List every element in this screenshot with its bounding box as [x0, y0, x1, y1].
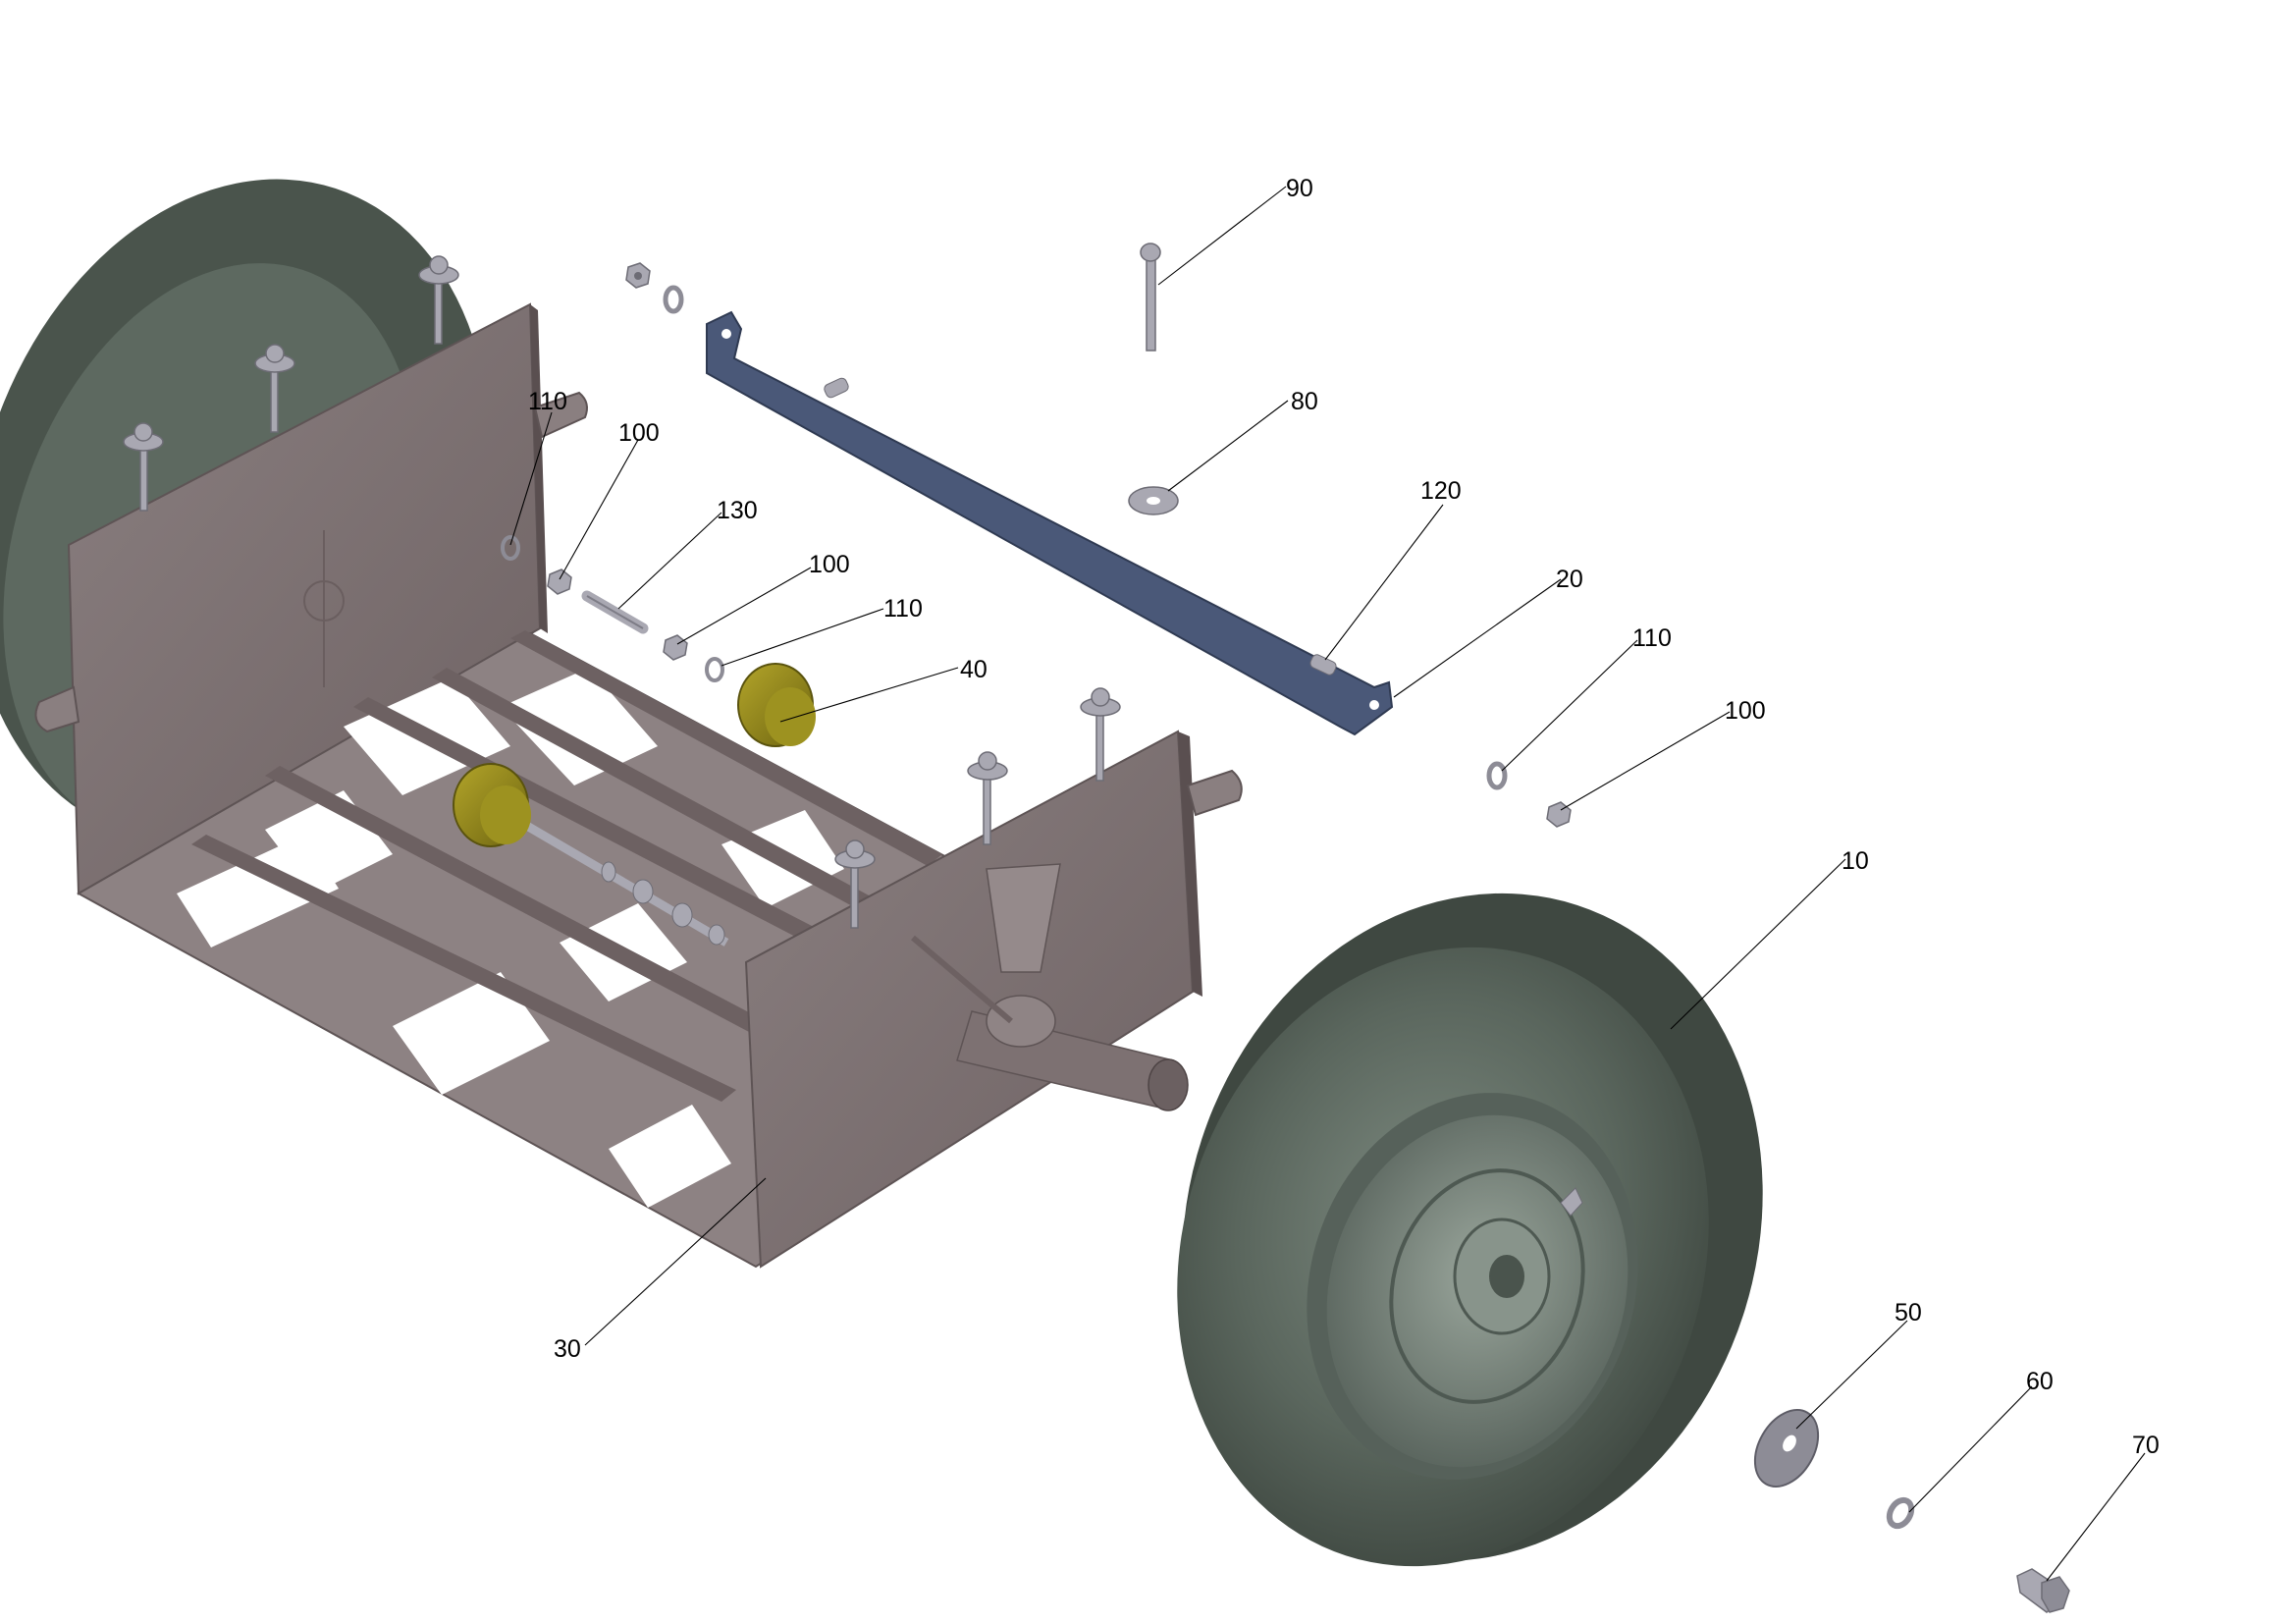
- stud-2: [254, 344, 295, 433]
- pin-130: [581, 590, 649, 634]
- leader-110-right: [1501, 639, 1638, 772]
- callout-100-mid: 100: [809, 551, 850, 578]
- callout-30: 30: [554, 1335, 581, 1363]
- stud-3: [418, 255, 459, 345]
- bolt-90: [1140, 243, 1161, 352]
- callouts: 90 80 120 20 110 100 10 110 100 130 100 …: [528, 175, 2160, 1459]
- leader-70: [2046, 1452, 2146, 1582]
- leader-60: [1908, 1385, 2033, 1513]
- leader-110-frame: [509, 411, 553, 546]
- leader-130: [617, 512, 722, 610]
- stud-4: [834, 839, 876, 929]
- stud-1: [123, 422, 164, 512]
- leader-10: [1670, 858, 1846, 1030]
- leader-100-right: [1560, 711, 1731, 811]
- leader-50: [1795, 1320, 1908, 1430]
- leader-100-mid: [676, 567, 812, 645]
- leader-120: [1324, 504, 1444, 661]
- callout-90: 90: [1286, 175, 1313, 202]
- callout-110-frame: 110: [528, 388, 567, 415]
- callout-100-left: 100: [618, 419, 660, 447]
- leader-80: [1167, 400, 1289, 492]
- nut-100-left: [547, 568, 572, 595]
- callout-120: 120: [1420, 477, 1462, 505]
- inner-pin-assembly: [522, 821, 729, 947]
- bolt-70: [2016, 1568, 2070, 1613]
- callout-20: 20: [1556, 566, 1583, 593]
- callout-100-right: 100: [1725, 697, 1766, 725]
- leader-20: [1393, 578, 1562, 698]
- stud-6: [1080, 687, 1121, 782]
- leader-90: [1157, 186, 1287, 286]
- nut-100-mid: [663, 634, 688, 661]
- callout-60: 60: [2026, 1368, 2054, 1395]
- callout-50: 50: [1895, 1299, 1922, 1326]
- callout-80: 80: [1291, 388, 1318, 415]
- front-wheel: [1177, 893, 1763, 1567]
- callout-10: 10: [1842, 847, 1869, 875]
- callout-110-right: 110: [1632, 624, 1672, 652]
- leader-30: [584, 1177, 767, 1346]
- nut-110-frame: [501, 535, 520, 561]
- spacer-inner: [453, 763, 531, 847]
- callout-110-mid: 110: [883, 595, 923, 623]
- washer-50: [1753, 1409, 1820, 1488]
- axle-shaft: [911, 935, 1189, 1111]
- lockwasher-60: [1886, 1496, 1915, 1530]
- callout-70: 70: [2132, 1432, 2160, 1459]
- leader-100-left: [559, 439, 639, 580]
- leader-lines: [509, 186, 2146, 1582]
- leader-110-mid: [721, 608, 884, 667]
- washer-top-left: [663, 285, 684, 314]
- callout-40: 40: [960, 656, 988, 683]
- frame-studs: [123, 255, 1121, 929]
- stud-5: [967, 751, 1008, 845]
- main-frame: [34, 302, 1243, 1269]
- crossbar: [706, 310, 1394, 736]
- spacer-outer: [737, 663, 816, 747]
- callout-130: 130: [717, 497, 758, 524]
- washer-110-right: [1486, 761, 1508, 790]
- nut-top-left: [625, 262, 651, 289]
- leader-40: [779, 667, 959, 723]
- washer-110-mid: [705, 657, 724, 682]
- washer-80: [1128, 486, 1179, 515]
